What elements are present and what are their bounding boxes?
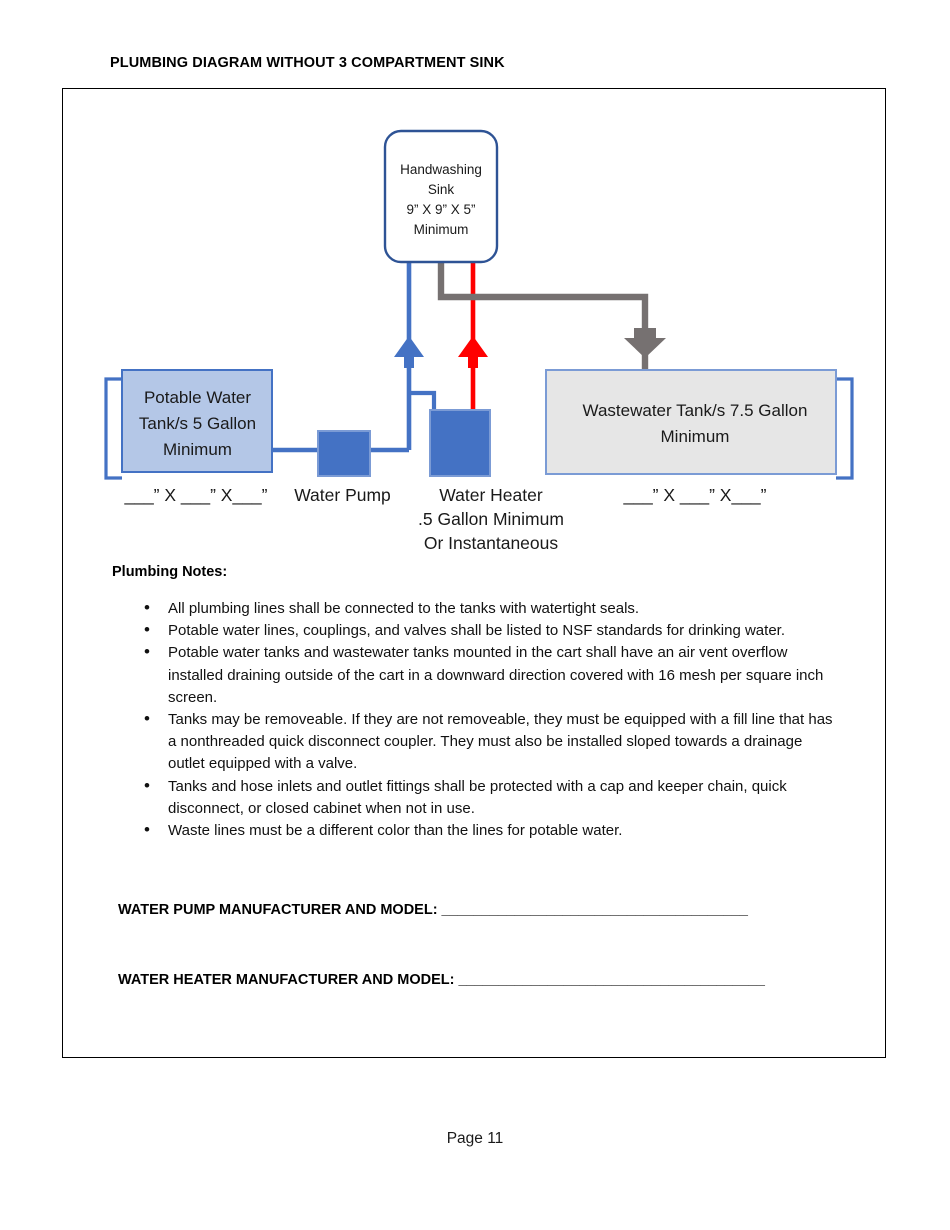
water-pump-caption: Water Pump [294,485,391,505]
plumbing-notes-heading: Plumbing Notes: [112,564,228,580]
page-footer: Page 11 [446,1130,504,1147]
plumbing-notes-list: All plumbing lines shall be connected to… [140,597,840,842]
wastewater-tank-label: Wastewater Tank/s 7.5 Gallon Minimum [582,401,808,446]
handwashing-sink-label: Handwashing Sink 9” X 9” X 5” Minimum [400,162,482,237]
content-frame-border [62,88,886,1058]
list-item: All plumbing lines shall be connected to… [140,597,840,620]
list-item: Tanks and hose inlets and outlet fitting… [140,775,840,820]
list-item: Potable water tanks and wastewater tanks… [140,641,840,709]
page-title: PLUMBING DIAGRAM WITHOUT 3 COMPARTMENT S… [110,55,505,71]
water-heater-manufacturer-field[interactable]: WATER HEATER MANUFACTURER AND MODEL: ___… [118,972,765,988]
list-item: Potable water lines, couplings, and valv… [140,619,840,642]
water-heater-caption: Water Heater .5 Gallon Minimum Or Instan… [418,485,564,553]
potable-tank-dimensions-field[interactable]: ___” X ___” X___” [124,485,268,505]
water-pump-manufacturer-field[interactable]: WATER PUMP MANUFACTURER AND MODEL: _____… [118,902,748,918]
list-item: Waste lines must be a different color th… [140,819,840,842]
list-item: Tanks may be removeable. If they are not… [140,708,840,776]
potable-water-tank-label: Potable Water Tank/s 5 Gallon Minimum [138,388,257,459]
wastewater-tank-dimensions-field[interactable]: ___” X ___” X___” [623,485,767,505]
